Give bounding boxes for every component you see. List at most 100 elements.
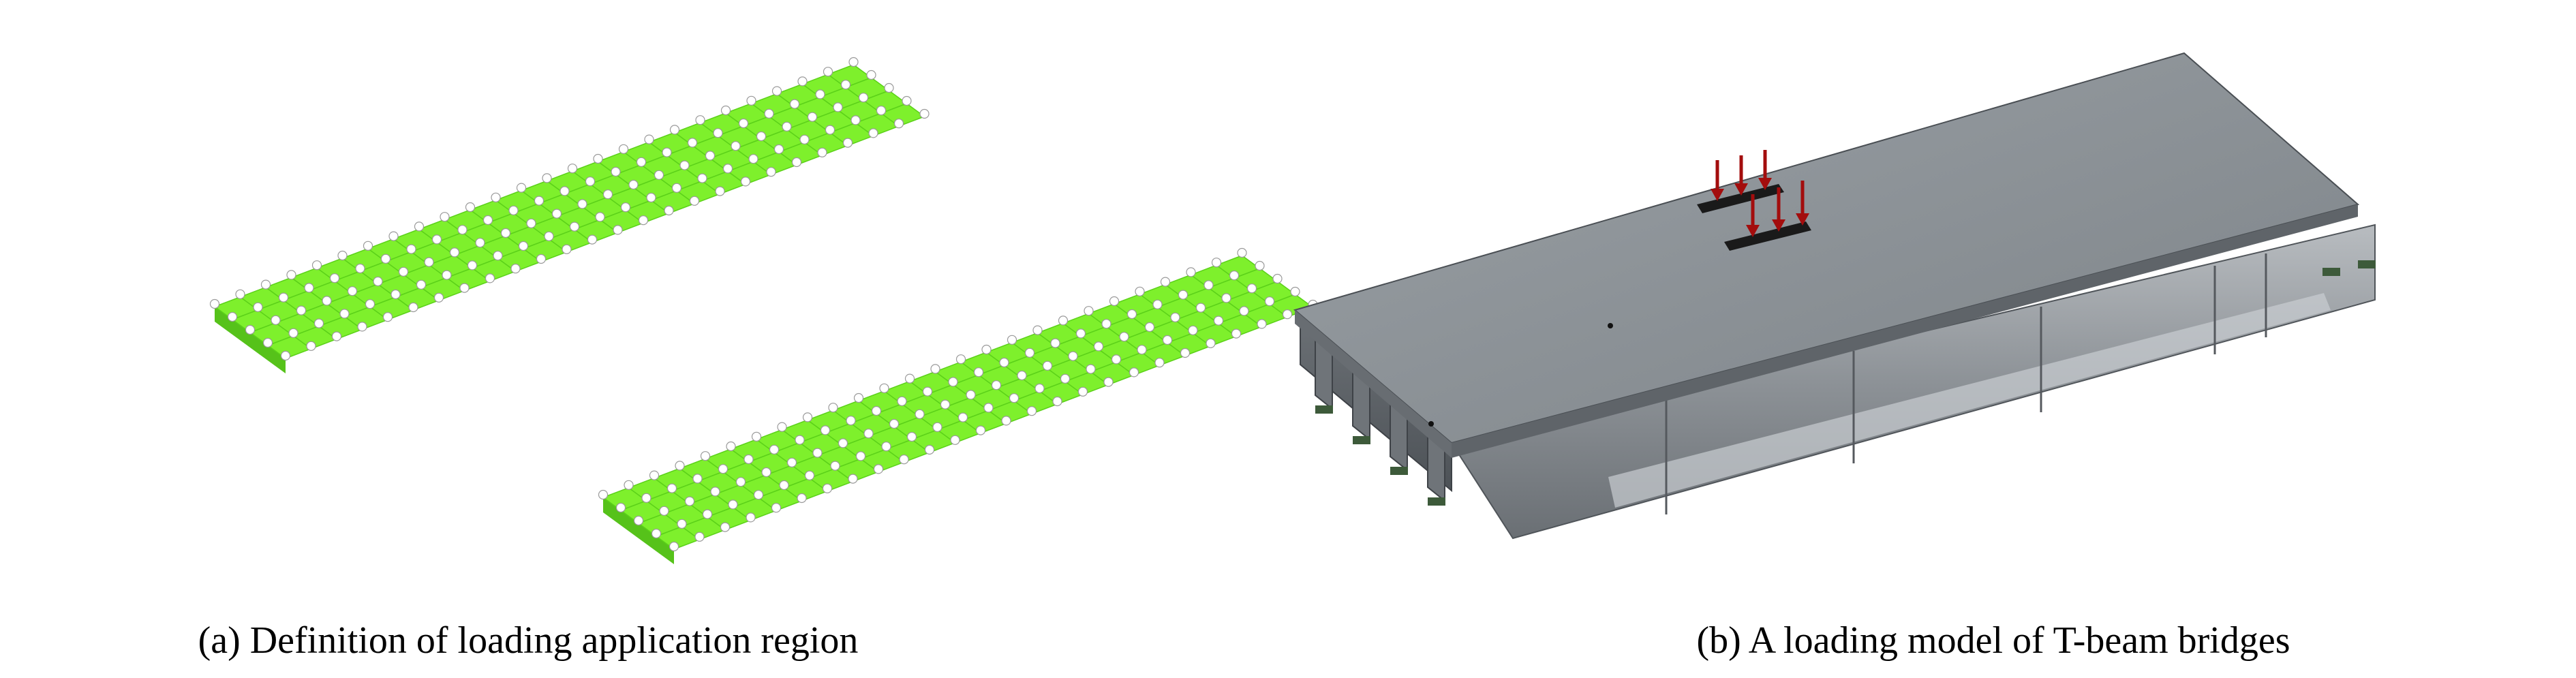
- mesh-node: [735, 477, 746, 487]
- mesh-node: [1137, 345, 1147, 355]
- mesh-node: [380, 253, 391, 264]
- mesh-node: [930, 364, 940, 374]
- mesh-node: [613, 225, 623, 235]
- mesh-node: [638, 215, 649, 226]
- load-arrow-head: [1734, 183, 1748, 196]
- mesh-node: [388, 231, 399, 241]
- mesh-node: [1237, 247, 1247, 258]
- mesh-node: [797, 493, 807, 504]
- mesh-node: [731, 141, 741, 151]
- mesh-node: [209, 298, 220, 309]
- mesh-node: [966, 390, 976, 400]
- mesh-node: [398, 266, 409, 277]
- mesh-node: [838, 438, 848, 448]
- mesh-node: [855, 451, 866, 461]
- mesh-node: [431, 234, 442, 245]
- loading-strip-1: [209, 57, 930, 373]
- mesh-node: [322, 296, 332, 306]
- mesh-node: [1126, 309, 1137, 320]
- mesh-node: [669, 541, 679, 552]
- mesh-node: [720, 522, 731, 532]
- mesh-node: [743, 454, 754, 465]
- mesh-node: [830, 461, 840, 471]
- mesh-node: [633, 515, 644, 526]
- mesh-node: [889, 418, 900, 429]
- mesh-node: [1034, 383, 1045, 394]
- mesh-node: [769, 444, 780, 454]
- mesh-node: [981, 344, 992, 355]
- mesh-node: [649, 470, 660, 480]
- mesh-node: [799, 134, 810, 144]
- load-patch: [1697, 184, 1784, 213]
- mesh-node: [1162, 335, 1173, 345]
- mesh-node: [1264, 296, 1275, 307]
- mesh-node: [1068, 351, 1078, 361]
- mesh-node: [694, 531, 705, 542]
- mesh-node: [1195, 303, 1206, 313]
- mesh-node: [424, 257, 434, 267]
- girder-soffit-highlight: [1608, 293, 2331, 508]
- mesh-node: [868, 128, 878, 138]
- mesh-node: [825, 125, 835, 135]
- mesh-node: [669, 125, 680, 135]
- mesh-node: [1084, 306, 1094, 316]
- mesh-node: [689, 196, 700, 206]
- mesh-node: [1154, 358, 1165, 368]
- mesh-node: [919, 108, 930, 119]
- mesh-node: [569, 221, 580, 232]
- mesh-node: [881, 442, 891, 452]
- mesh-node: [467, 260, 478, 271]
- mesh-node: [738, 118, 749, 129]
- mesh-node: [602, 189, 613, 200]
- mesh-node: [493, 251, 503, 261]
- mesh-node: [491, 192, 501, 202]
- mesh-node: [536, 253, 547, 264]
- mesh-node: [1007, 335, 1017, 345]
- mesh-node: [534, 196, 545, 206]
- mesh-node: [922, 386, 933, 397]
- mesh-node: [1282, 309, 1293, 320]
- mesh-node: [771, 86, 782, 96]
- mesh-node: [516, 183, 527, 193]
- mesh-node: [991, 380, 1002, 390]
- mesh-node: [304, 283, 314, 293]
- mesh-node: [329, 273, 340, 283]
- mesh-node: [740, 176, 751, 187]
- mesh-node: [659, 506, 669, 516]
- mesh-node: [1135, 286, 1145, 296]
- mesh-node: [611, 166, 621, 177]
- mesh-node: [598, 489, 609, 500]
- mesh-node: [1075, 328, 1086, 339]
- mesh-node: [802, 412, 813, 422]
- deck-node-marker: [1428, 421, 1434, 427]
- mesh-node: [999, 357, 1009, 368]
- mesh-node: [562, 244, 572, 254]
- mesh-node: [846, 416, 856, 426]
- mesh-node: [337, 250, 348, 261]
- mesh-node: [702, 509, 713, 519]
- mesh-node: [339, 309, 350, 319]
- loading-region-diagram: [209, 57, 1318, 564]
- mesh-node: [1103, 377, 1114, 387]
- mesh-node: [797, 76, 808, 87]
- mesh-node: [955, 354, 966, 365]
- mesh-node: [879, 383, 889, 393]
- mesh-node: [1246, 283, 1257, 294]
- mesh-node: [662, 147, 672, 157]
- loading-strip-2: [598, 247, 1318, 564]
- mesh-node: [365, 299, 375, 309]
- mesh-node: [628, 179, 639, 190]
- mesh-node: [975, 425, 986, 435]
- mesh-node: [500, 228, 511, 238]
- mesh-node: [485, 273, 495, 283]
- mesh-node: [1206, 338, 1216, 348]
- mesh-node: [858, 93, 869, 103]
- mesh-node: [262, 337, 273, 348]
- deck-node-marker: [1608, 323, 1613, 328]
- deck-edge: [1452, 204, 2358, 458]
- mesh-node: [416, 279, 427, 290]
- mesh-node: [705, 151, 716, 161]
- mesh-node: [684, 496, 695, 506]
- mesh-node: [278, 292, 289, 303]
- mesh-node: [1119, 332, 1129, 342]
